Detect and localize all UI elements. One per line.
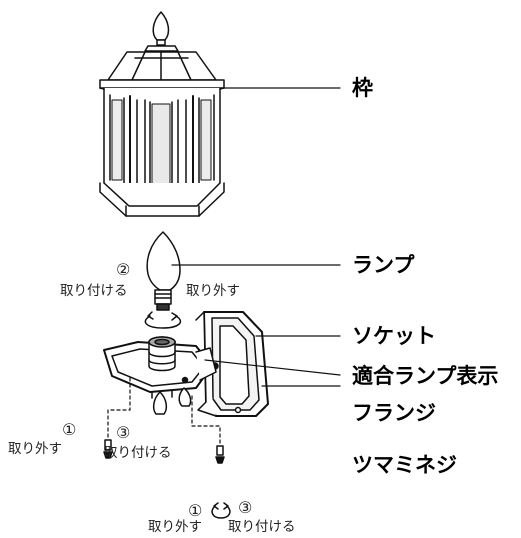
label-flange: フランジ [352, 401, 436, 425]
label-socket: ソケット [352, 324, 436, 348]
lamp-step-number-2: ② [116, 260, 131, 279]
right-screw-number-3: ③ [238, 498, 253, 517]
lamp-illustration [144, 231, 182, 329]
lamp-step-remove: 取り外す [186, 283, 240, 299]
left-screw-attach: 取り付ける [104, 445, 172, 461]
label-lamp-rating: 適合ランプ表示 [352, 364, 499, 388]
frame-illustration [99, 11, 225, 217]
label-frame: 枠 [352, 76, 373, 100]
left-screw-number-1: ① [62, 420, 77, 439]
left-screw-remove: 取り外す [8, 441, 62, 457]
knob-screw-left [103, 377, 131, 459]
right-screw-remove: 取り外す [148, 519, 202, 535]
leader-lamp-rating [204, 359, 341, 376]
label-lamp: ランプ [352, 253, 415, 277]
left-screw-number-3: ③ [116, 423, 131, 442]
knob-screw-right [191, 395, 231, 519]
flange-illustration [195, 311, 269, 417]
label-knob-screw: ツマミネジ [352, 453, 457, 477]
lamp-step-attach: 取り付ける [60, 283, 128, 299]
right-screw-number-1: ① [188, 501, 203, 520]
socket-illustration [103, 336, 217, 415]
right-screw-attach: 取り付ける [228, 519, 296, 535]
leader-lines [171, 87, 341, 387]
